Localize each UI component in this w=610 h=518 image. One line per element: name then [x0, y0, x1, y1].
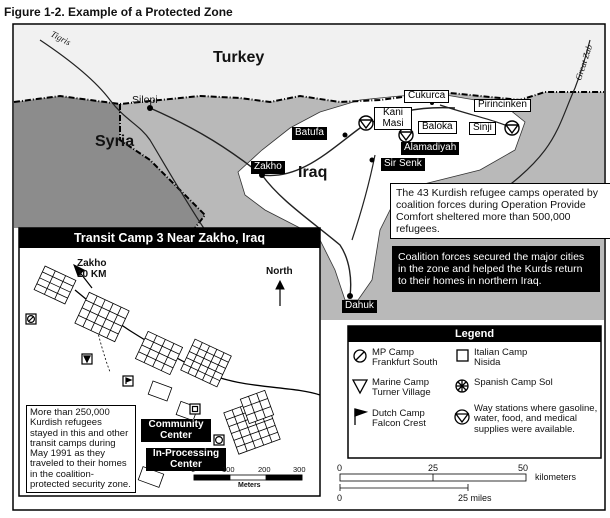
asterisk-circle-icon [213, 434, 225, 446]
place-label-sinji: Sinji [469, 122, 496, 135]
flag-icon [122, 375, 134, 387]
waystation-icon [454, 409, 470, 425]
inset-scale-tick-0: 0 [191, 465, 196, 474]
scale-km-unit: kilometers [535, 472, 577, 482]
inset-scale-tick-100: 100 [222, 465, 235, 474]
place-label-batufa: Batufa [292, 127, 327, 140]
inset-scale-unit: Meters [238, 482, 261, 489]
waystation-icon [398, 127, 414, 143]
camp-grid-block [134, 330, 184, 376]
inset-north-label: North [266, 266, 293, 277]
waystation-icon [504, 120, 520, 136]
figure-title: Figure 1-2. Example of a Protected Zone [4, 5, 233, 19]
batufa-dot [342, 132, 348, 138]
zakho-direction-arrow-icon [73, 263, 93, 289]
scale-mile-tick-25: 25 miles [458, 493, 492, 503]
square-icon [456, 349, 469, 362]
dahuk-dot [347, 293, 353, 299]
scale-km-tick-50: 50 [518, 463, 529, 473]
place-label-dahuk: Dahuk [342, 300, 377, 313]
community-center-label: Community Center [141, 419, 211, 442]
legend-item-mp-camp: MP Camp Frankfurt South [372, 347, 438, 369]
camp-grid-block [180, 338, 232, 388]
slash-circle-icon [353, 349, 367, 363]
place-label-kani-masi: Kani Masi [374, 107, 412, 130]
camp-grid-block [74, 291, 130, 343]
place-label-alamadiyah: Alamadiyah [401, 142, 460, 155]
country-label-iraq: Iraq [298, 164, 328, 181]
inset-note: More than 250,000 Kurdish refugees staye… [26, 405, 136, 493]
legend-item-dutch-camp: Dutch Camp Falcon Crest [372, 408, 426, 430]
inset-scale-tick-200: 200 [258, 465, 271, 474]
tigris-river [39, 39, 206, 231]
note-coalition-forces: Coalition forces secured the major citie… [392, 246, 600, 293]
place-label-baloka: Baloka [418, 121, 457, 134]
camp-grid-block [239, 389, 275, 425]
turkey-region [14, 25, 604, 104]
square-icon [189, 403, 201, 415]
place-label-cukurca: Cukurca [404, 90, 450, 103]
in-processing-center-label: In-Processing Center [146, 448, 226, 471]
country-label-turkey: Turkey [213, 49, 265, 66]
road-sirsenk [351, 154, 376, 241]
map-scale-bar [339, 473, 527, 491]
place-label-silopi: Silopi [132, 94, 158, 106]
scale-mile-tick-0: 0 [337, 493, 343, 503]
camp-parcel [147, 380, 173, 402]
silopi-dot [147, 105, 153, 111]
triangle-icon [351, 379, 369, 395]
inset-scale-tick-300: 300 [293, 465, 306, 474]
scale-km-tick-25: 25 [428, 463, 439, 473]
place-label-sir-senk: Sir Senk [381, 158, 425, 171]
note-refugee-camps: The 43 Kurdish refugee camps operated by… [390, 183, 610, 240]
inset-scale-bar [193, 474, 303, 481]
inset-title: Transit Camp 3 Near Zakho, Iraq [19, 228, 320, 248]
legend-item-marine-camp: Marine Camp Turner Village [372, 377, 431, 399]
place-label-pirincinken: Pirincinken [474, 99, 531, 112]
country-label-syria: Syria [95, 133, 135, 150]
triangle-icon [81, 353, 93, 365]
legend-item-way-stations: Way stations where gasoline, water, food… [474, 403, 598, 435]
road-south [261, 174, 352, 297]
scale-km-tick-0: 0 [337, 463, 343, 473]
slash-circle-icon [25, 313, 37, 325]
turkey-border [13, 90, 604, 106]
legend-title: Legend [348, 326, 601, 342]
asterisk-circle-icon [455, 379, 469, 393]
waystation-icon [358, 115, 374, 131]
north-arrow-icon [275, 279, 285, 306]
camp-grids [33, 265, 281, 488]
syria-region [14, 96, 205, 228]
place-label-zakho: Zakho [251, 161, 285, 174]
sirsenk-dot [369, 157, 375, 163]
syria-iraq-border [119, 104, 207, 229]
inset-zakho-label: Zakho 10 KM [77, 258, 107, 280]
camp-grid-block [33, 265, 77, 305]
flag-icon [354, 408, 369, 425]
legend-item-spanish-camp: Spanish Camp Sol [474, 377, 553, 388]
legend-item-italian-camp: Italian Camp Nisida [474, 347, 528, 369]
great-zab-river [489, 39, 591, 201]
zakho-dot [259, 172, 265, 178]
